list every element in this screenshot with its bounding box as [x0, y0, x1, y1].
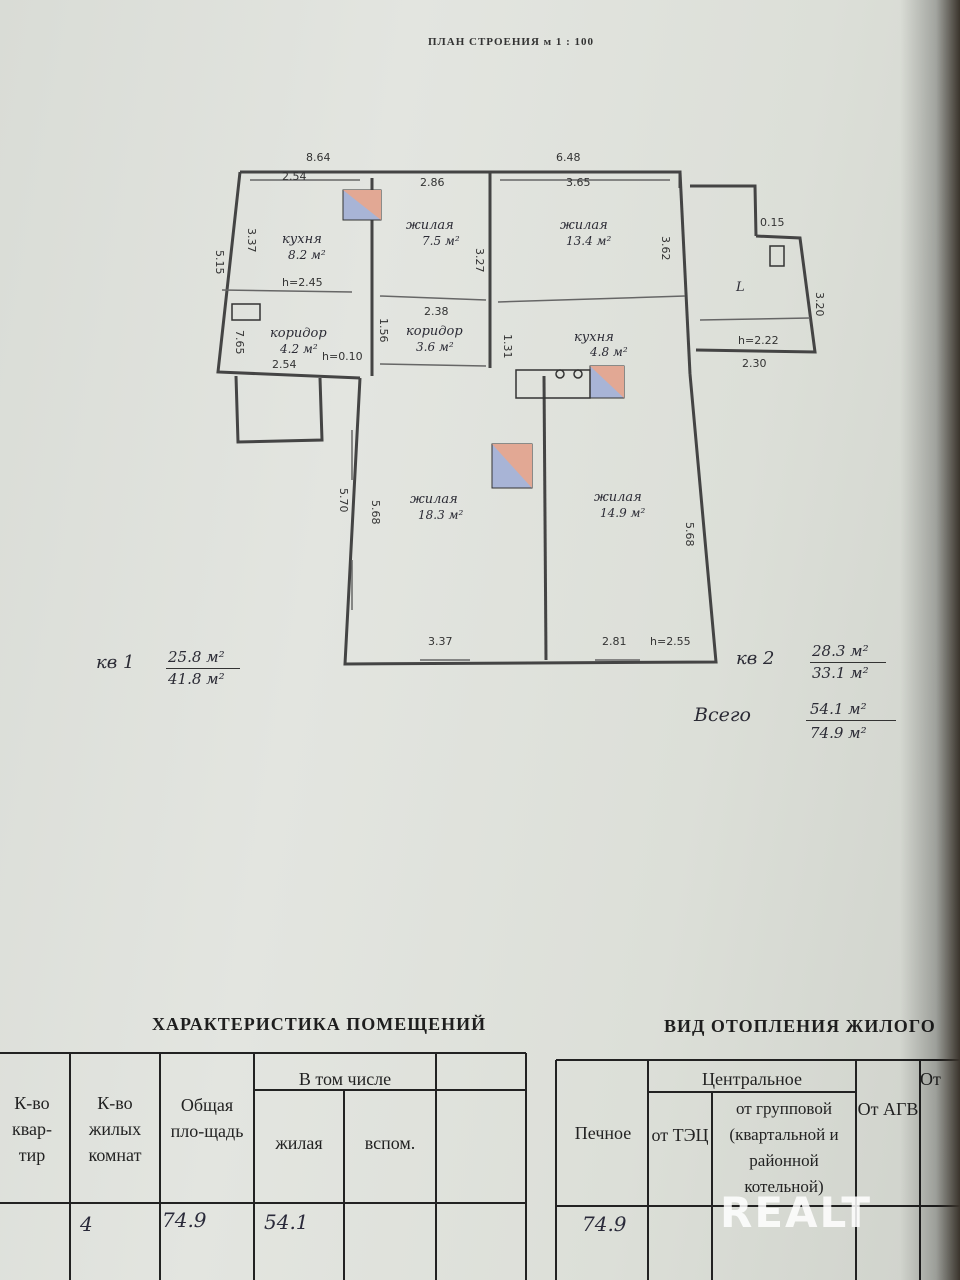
- fraction-line: [810, 662, 886, 663]
- apartment1-living-area: 25.8 м²: [168, 648, 225, 666]
- room-label-living2: жилая: [560, 218, 608, 233]
- total-overall-area: 74.9 м²: [810, 724, 867, 742]
- room-label-corridor1: коридор: [270, 326, 327, 341]
- header-stove: Печное: [574, 1123, 632, 1143]
- header-living-rooms-count: К-во жилых комнат: [88, 1093, 142, 1165]
- stove-icon: [342, 189, 625, 489]
- dim-label: 3.37: [428, 635, 453, 648]
- room-area-living4: 14.9 м²: [600, 506, 646, 520]
- dim-label: h=2.22: [738, 334, 779, 347]
- total-label: Всего: [694, 704, 751, 726]
- dim-label: 0.15: [760, 216, 785, 229]
- value-total-area: 74.9: [162, 1208, 207, 1232]
- room-area-corridor2: 3.6 м²: [416, 340, 454, 354]
- dim-label: 2.81: [602, 635, 627, 648]
- room-area-living3: 18.3 м²: [418, 508, 464, 522]
- header-from-group-boiler: от групповой (квартальной и районной кот…: [729, 1099, 839, 1196]
- dim-label: h=2.55: [650, 635, 691, 648]
- room-area-kitchen1: 8.2 м²: [288, 248, 326, 262]
- heating-type-title: ВИД ОТОПЛЕНИЯ ЖИЛОГО: [664, 1016, 936, 1036]
- dim-label: 2.54: [282, 170, 307, 183]
- room-label-living3: жилая: [410, 492, 458, 507]
- apartment1-label: кв 1: [96, 652, 135, 673]
- dim-label: h=0.10: [322, 350, 363, 363]
- room-area-living1: 7.5 м²: [422, 234, 460, 248]
- veranda-label: L: [736, 280, 745, 295]
- apartment2-total-area: 33.1 м²: [812, 664, 869, 682]
- room-area-kitchen2: 4.8 м²: [590, 345, 628, 359]
- realt-watermark-logo: REALT: [720, 1188, 872, 1237]
- room-label-kitchen1: кухня: [282, 232, 322, 247]
- value-living-rooms: 4: [80, 1212, 93, 1236]
- header-living: жилая: [275, 1133, 323, 1153]
- room-area-living2: 13.4 м²: [566, 234, 612, 248]
- apartment2-living-area: 28.3 м²: [812, 642, 869, 660]
- kitchen-fixtures-icon: [231, 245, 785, 399]
- dim-label: 2.54: [272, 358, 297, 371]
- header-auxiliary: вспом.: [364, 1133, 416, 1153]
- dim-label: 6.48: [556, 151, 581, 164]
- floor-plan-drawing: [216, 170, 817, 666]
- value-stove-area: 74.9: [582, 1212, 627, 1236]
- apartment1-total-area: 41.8 м²: [168, 670, 225, 688]
- total-living-area: 54.1 м²: [810, 700, 867, 718]
- dim-label: 2.86: [420, 176, 445, 189]
- rooms-characteristics-title: ХАРАКТЕРИСТИКА ПОМЕЩЕНИЙ: [152, 1014, 487, 1034]
- fraction-line: [806, 720, 896, 721]
- dim-label: 2.38: [424, 305, 449, 318]
- value-living-area: 54.1: [264, 1210, 309, 1234]
- room-label-kitchen2: кухня: [574, 330, 614, 345]
- dim-label: 3.65: [566, 176, 591, 189]
- fraction-line: [166, 668, 240, 669]
- dim-label: 2.30: [742, 357, 767, 370]
- room-area-corridor1: 4.2 м²: [280, 342, 318, 356]
- header-total-area: Общая пло-щадь: [170, 1095, 244, 1141]
- dim-label: h=2.45: [282, 276, 323, 289]
- room-label-corridor2: коридор: [406, 324, 463, 339]
- header-from-tec: от ТЭЦ: [651, 1125, 709, 1145]
- dim-label: 8.64: [306, 151, 331, 164]
- room-label-living4: жилая: [594, 490, 642, 505]
- apartment2-label: кв 2: [736, 648, 775, 669]
- header-apartments-count: К-во квар-тир: [12, 1093, 52, 1165]
- plan-header: ПЛАН СТРОЕНИЯ м 1 : 100: [428, 36, 595, 48]
- room-label-living1: жилая: [406, 218, 454, 233]
- header-including: В том числе: [298, 1069, 392, 1089]
- page-edge-shadow: [900, 0, 960, 1280]
- header-central: Центральное: [702, 1069, 802, 1089]
